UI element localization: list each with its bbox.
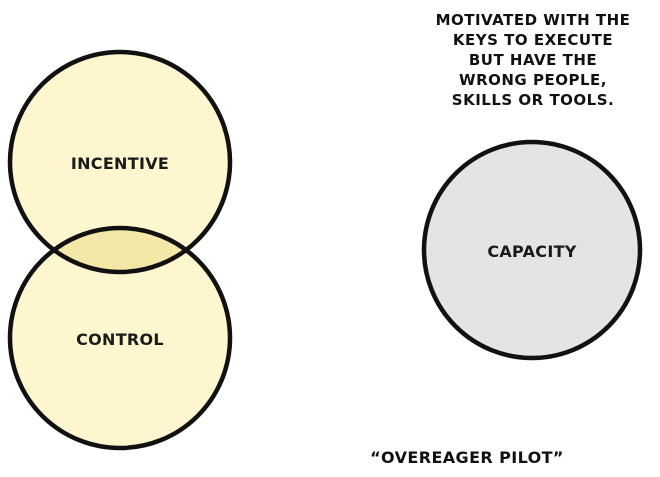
note-line: WRONG PEOPLE, <box>459 71 607 89</box>
incentive-outline <box>7 49 233 275</box>
diagram-caption: “OVEREAGER PILOT” <box>370 448 564 467</box>
note-line: SKILLS OR TOOLS. <box>452 91 614 109</box>
description-note: MOTIVATED WITH THE KEYS TO EXECUTE BUT H… <box>436 11 631 109</box>
capacity-circle <box>421 139 643 361</box>
note-line: KEYS TO EXECUTE <box>453 31 613 49</box>
control-outline <box>7 225 233 451</box>
control-circle <box>10 228 230 448</box>
note-line: BUT HAVE THE <box>469 51 597 69</box>
capacity-label: CAPACITY <box>487 242 576 261</box>
control-label: CONTROL <box>76 330 164 349</box>
incentive-label: INCENTIVE <box>71 154 169 173</box>
incentive-circle <box>10 52 230 272</box>
note-line: MOTIVATED WITH THE <box>436 11 631 29</box>
